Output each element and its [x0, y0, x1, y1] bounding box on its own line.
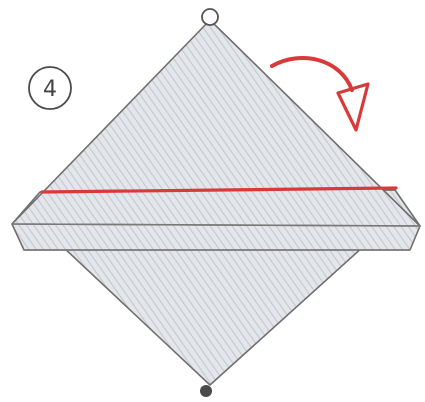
filled-circle-corner-icon [200, 385, 212, 397]
hollow-circle-corner-icon [202, 9, 218, 25]
step-number: 4 [43, 77, 57, 102]
paper-lower-half [62, 246, 364, 385]
curved-fold-arrow-icon [272, 58, 352, 90]
